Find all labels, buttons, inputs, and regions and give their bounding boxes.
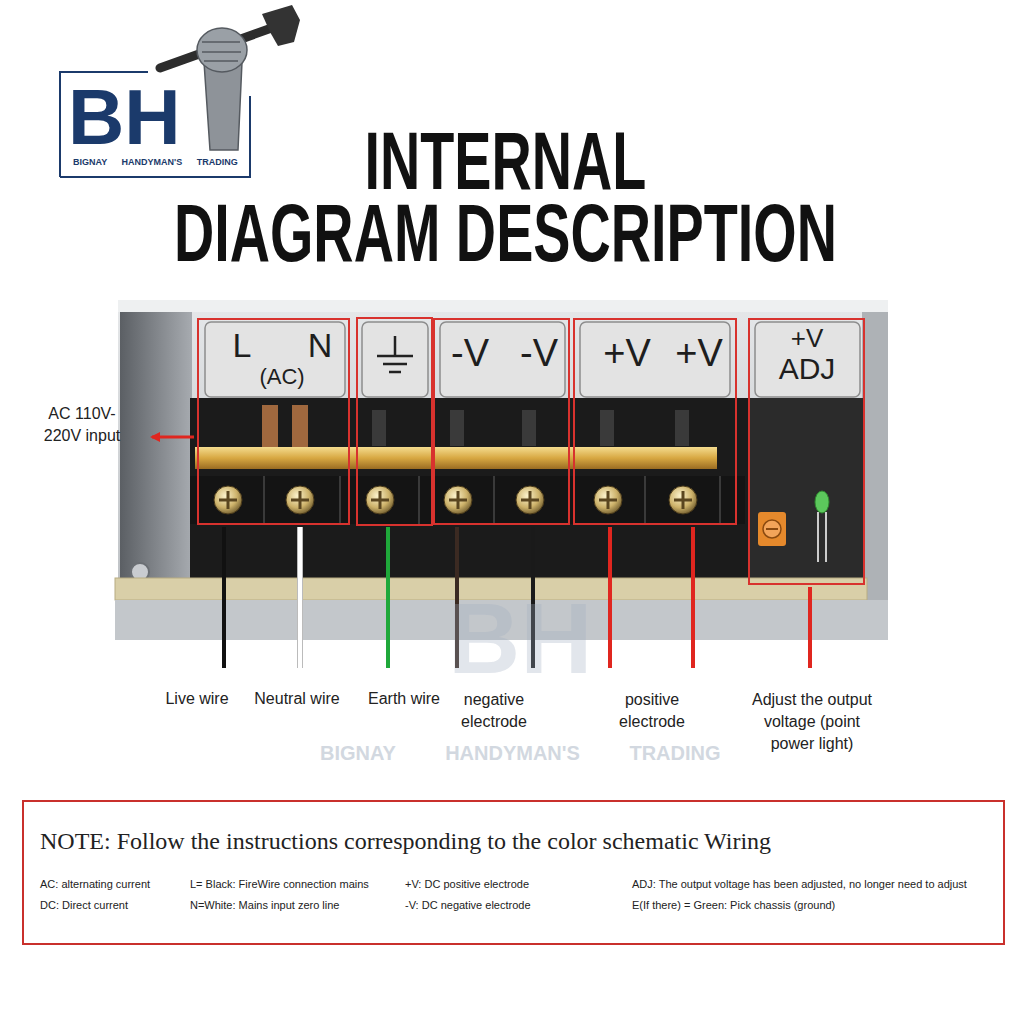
- note-text: NOTE: Follow the instructions correspond…: [40, 828, 771, 856]
- wire-label: positive electrode: [596, 689, 708, 733]
- terminal-box: L N(AC): [197, 318, 350, 525]
- terminal-box: -V -V: [433, 318, 570, 525]
- hammer-fist-icon: [202, 42, 241, 61]
- note-text: L= Black: FireWire connection mains: [190, 878, 369, 891]
- terminal-label: ADJ: [779, 352, 836, 387]
- hammer-fist-icon: [262, 5, 300, 46]
- note-text: +V: DC positive electrode: [405, 878, 529, 891]
- note-box: NOTE: Follow the instructions correspond…: [22, 800, 1005, 945]
- terminal-label: -V: [451, 332, 489, 376]
- power-supply-photo: [190, 398, 750, 580]
- adjust-potentiometer: [766, 528, 778, 530]
- note-text: -V: DC negative electrode: [405, 899, 531, 912]
- power-supply-photo: [195, 447, 717, 469]
- terminal-label: -V: [520, 332, 558, 376]
- logo-text: BH: [68, 78, 181, 156]
- terminal-label: +V: [791, 324, 824, 354]
- power-supply-photo: [292, 405, 308, 447]
- power-supply-photo: [450, 410, 464, 446]
- note-text: N=White: Mains input zero line: [190, 899, 339, 912]
- terminal-box: +V +V: [573, 318, 737, 525]
- note-text: ADJ: The output voltage has been adjuste…: [632, 878, 967, 891]
- power-supply-photo: [362, 322, 428, 397]
- terminal-screw: [291, 491, 309, 509]
- note-text: E(If there) = Green: Pick chassis (groun…: [632, 899, 835, 912]
- title: INTERNAL DIAGRAM DESCRIPTION: [173, 125, 836, 269]
- terminal-label: L: [233, 326, 252, 365]
- power-supply-photo: [372, 410, 386, 446]
- terminal-screw: [449, 491, 467, 509]
- terminal-screw: [674, 491, 692, 509]
- watermark: BIGNAY HANDYMAN'S TRADING: [320, 741, 721, 765]
- terminal-screw: [371, 491, 389, 509]
- power-led: [825, 512, 827, 562]
- power-supply-photo: [755, 322, 860, 397]
- input-label: AC 110V-220V input: [36, 403, 128, 447]
- hammer-fist-icon: [204, 62, 242, 150]
- hammer-fist-icon: [197, 28, 247, 72]
- wire: [808, 587, 812, 668]
- note-text: AC: alternating current: [40, 878, 150, 891]
- power-led: [817, 512, 819, 562]
- terminal-label: N: [308, 326, 333, 365]
- wire-label: Live wire: [165, 689, 228, 708]
- hammer-fist-icon: [160, 5, 300, 150]
- ground-symbol: [357, 318, 432, 525]
- wire: [297, 527, 303, 668]
- terminal-screw: [594, 486, 622, 514]
- terminal-screw: [516, 486, 544, 514]
- ground-symbol: [357, 318, 432, 525]
- terminal-screw: [219, 491, 237, 509]
- terminal-screw: [214, 486, 242, 514]
- power-supply-photo: [118, 300, 888, 312]
- input-arrow: [152, 437, 194, 438]
- ground-symbol: [377, 336, 413, 372]
- wire: [298, 527, 302, 668]
- watermark: BH: [448, 588, 592, 688]
- terminal-box: +VADJ: [748, 318, 865, 585]
- power-supply-photo: [748, 398, 865, 578]
- terminal-screw: [599, 491, 617, 509]
- terminal-label: +V: [603, 332, 651, 376]
- terminal-screw: [214, 486, 697, 514]
- wire: [608, 527, 612, 668]
- power-supply-photo: [862, 312, 888, 602]
- wire-label: Neutral wire: [254, 689, 339, 708]
- terminal-screw: [521, 491, 539, 509]
- power-supply-photo: [120, 312, 192, 584]
- wire-label: negative electrode: [438, 689, 550, 733]
- power-supply-photo: [600, 410, 614, 446]
- input-arrow: [152, 436, 194, 439]
- power-led: [815, 491, 829, 513]
- power-led: [815, 491, 829, 562]
- terminal-screw: [286, 486, 314, 514]
- power-supply-photo: [262, 405, 278, 447]
- terminal-screw: [444, 486, 472, 514]
- power-supply-photo: [580, 322, 730, 397]
- adjust-potentiometer: [758, 512, 786, 546]
- terminal-screw: [669, 486, 697, 514]
- wire: [691, 527, 695, 668]
- power-supply-photo: [440, 322, 565, 397]
- terminal-label: +V: [675, 332, 723, 376]
- power-supply-photo: [522, 410, 536, 446]
- power-supply-photo: [205, 322, 345, 397]
- note-text: DC: Direct current: [40, 899, 128, 912]
- logo-subtitle: BIGNAY HANDYMAN'S TRADING: [73, 157, 238, 168]
- adjust-potentiometer: [763, 520, 781, 538]
- wire-label: Earth wire: [368, 689, 440, 708]
- wire: [386, 527, 390, 668]
- power-supply-photo: [264, 476, 720, 524]
- power-supply-photo: [190, 476, 745, 524]
- wire-label: Adjust the output voltage (point power l…: [745, 689, 879, 755]
- terminal-label: (AC): [259, 364, 304, 389]
- power-supply-photo: [675, 410, 689, 446]
- wire: [222, 527, 226, 668]
- adjust-potentiometer: [758, 512, 786, 546]
- terminal-screw: [366, 486, 394, 514]
